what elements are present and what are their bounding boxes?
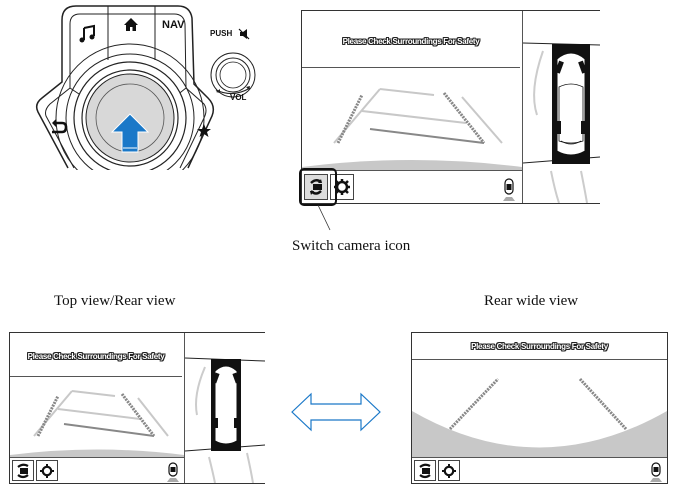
star-icon — [197, 124, 211, 137]
camera-screen-main: Please Check Surroundings For Safety — [299, 10, 600, 206]
commander-controller: NAV PUSH VOL — [30, 0, 260, 170]
camera-screen-top-rear: Please Check Surroundings For Safety — [9, 332, 265, 484]
volume-knob — [210, 28, 256, 98]
camera-screen-rear-wide: Please Check Surroundings For Safety — [411, 332, 668, 484]
safety-message: Please Check Surroundings For Safety — [342, 37, 480, 46]
rear-camera-view — [412, 377, 667, 459]
bottom-toolbar — [302, 170, 522, 203]
rear-camera-view — [10, 390, 184, 459]
guide-lines — [333, 88, 503, 144]
switch-camera-icon — [310, 179, 322, 195]
switch-camera-caption: Switch camera icon — [292, 238, 411, 254]
switch-camera-button[interactable] — [304, 174, 328, 200]
switch-camera-icon — [419, 463, 431, 478]
settings-button[interactable] — [438, 460, 460, 481]
callout-line — [0, 0, 400, 240]
bottom-toolbar — [10, 457, 184, 483]
gear-icon — [442, 463, 456, 478]
switch-camera-icon — [17, 463, 29, 478]
message-bar: Please Check Surroundings For Safety — [302, 11, 520, 68]
push-label: PUSH — [210, 29, 233, 38]
nav-button[interactable]: NAV — [162, 19, 185, 31]
safety-message: Please Check Surroundings For Safety — [471, 342, 608, 351]
car-top-icon — [211, 359, 241, 451]
gear-icon — [40, 463, 54, 478]
top-rear-view-caption: Top view/Rear view — [54, 293, 176, 309]
settings-button[interactable] — [36, 460, 58, 481]
safety-message: Please Check Surroundings For Safety — [27, 352, 165, 361]
double-arrow-icon — [291, 392, 381, 432]
music-note-icon — [79, 24, 95, 43]
car-rear-view-icon — [167, 462, 179, 482]
car-top-icon — [552, 44, 590, 164]
bottom-toolbar — [412, 457, 667, 483]
top-view-panel — [184, 333, 265, 483]
back-icon — [52, 119, 68, 134]
car-rear-view-icon — [503, 178, 515, 201]
up-arrow-icon — [110, 113, 150, 153]
rear-wide-view-caption: Rear wide view — [484, 293, 579, 309]
message-bar: Please Check Surroundings For Safety — [10, 333, 182, 377]
vol-label: VOL — [230, 93, 247, 102]
message-bar: Please Check Surroundings For Safety — [412, 333, 667, 360]
rear-camera-view — [302, 88, 522, 173]
switch-camera-button[interactable] — [414, 460, 436, 481]
car-rear-view-icon — [650, 462, 662, 482]
home-icon — [124, 18, 138, 31]
mute-icon — [238, 28, 250, 40]
top-view-panel — [522, 11, 600, 203]
switch-camera-button[interactable] — [12, 460, 34, 481]
toggle-arrow — [290, 392, 382, 432]
